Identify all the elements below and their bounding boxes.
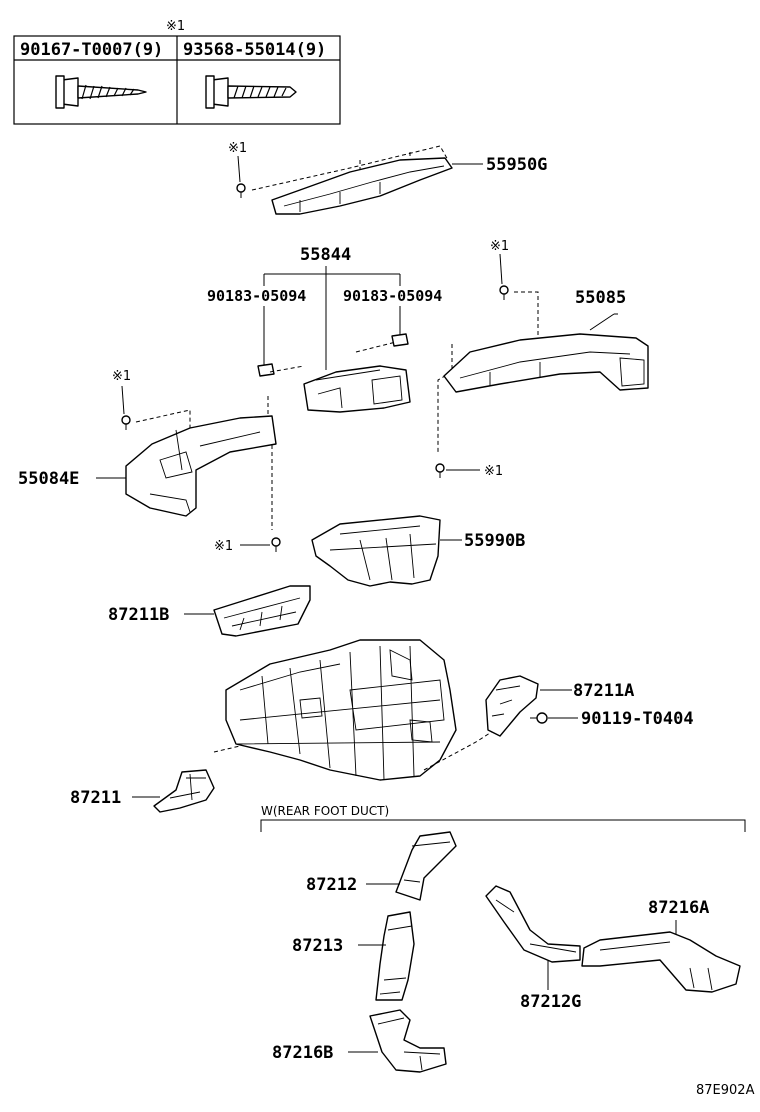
label-55844: 55844 — [300, 245, 351, 265]
label-90183-left: 90183-05094 — [207, 287, 306, 305]
label-87216A: 87216A — [648, 898, 709, 918]
screw-icon — [236, 183, 246, 198]
label-87211A: 87211A — [573, 681, 634, 701]
flange-bolt-icon — [205, 75, 297, 109]
label-87211: 87211 — [70, 788, 121, 808]
label-55085: 55085 — [575, 288, 626, 308]
duct-55990B: 55990B — [311, 515, 525, 587]
screw-mark: ※1 — [484, 464, 503, 479]
diagram-reference-code: 87E902A — [696, 1083, 755, 1098]
part-87213: 87213 — [292, 911, 415, 1001]
duct-55084E: ※1 55084E ※1 — [18, 369, 281, 554]
heater-unit-assembly — [213, 639, 511, 781]
label-87216B: 87216B — [272, 1043, 333, 1063]
label-87211B: 87211B — [108, 605, 169, 625]
table-col1-partno: 90167-T0007(9) — [20, 40, 163, 60]
label-90183-right: 90183-05094 — [343, 287, 442, 305]
fastener-table: ※1 90167-T0007(9) 93568-55014(9) — [13, 19, 341, 125]
screw-mark: ※1 — [228, 141, 247, 156]
clip-icon — [257, 363, 275, 377]
part-87212: 87212 — [306, 831, 457, 901]
clip-icon — [391, 333, 409, 347]
duct-55950G: ※1 55950G — [228, 141, 547, 215]
assembly-55844: 55844 90183-05094 90183-05094 — [207, 245, 442, 413]
screw-mark: ※1 — [214, 539, 233, 554]
part-87211: 87211 — [70, 769, 215, 813]
duct-55085: ※1 55085 ※1 — [435, 239, 649, 479]
label-55084E: 55084E — [18, 469, 79, 489]
tapping-screw-icon — [55, 75, 147, 109]
label-55950G: 55950G — [486, 155, 547, 175]
table-header-mark: ※1 — [166, 19, 185, 34]
label-87213: 87213 — [292, 936, 343, 956]
bolt-icon — [530, 712, 548, 724]
table-col2-partno: 93568-55014(9) — [183, 40, 326, 60]
part-87216B: 87216B — [272, 1009, 447, 1073]
part-87211A: 87211A 90119-T0404 — [485, 675, 694, 737]
label-90119: 90119-T0404 — [581, 709, 694, 729]
screw-icon — [121, 415, 131, 430]
label-55990B: 55990B — [464, 531, 525, 551]
screw-icon — [435, 463, 445, 478]
screw-icon — [271, 537, 281, 552]
group-label: W(REAR FOOT DUCT) — [261, 804, 389, 818]
screw-mark: ※1 — [490, 239, 509, 254]
label-87212G: 87212G — [520, 992, 581, 1012]
label-87212: 87212 — [306, 875, 357, 895]
part-87216A: 87216A — [581, 898, 741, 993]
screw-icon — [499, 285, 509, 300]
rear-foot-duct-group: W(REAR FOOT DUCT) 87212 87212G 87216A 87… — [260, 804, 746, 1073]
screw-mark: ※1 — [112, 369, 131, 384]
part-87211B: 87211B — [108, 585, 311, 637]
part-87212G: 87212G — [485, 885, 581, 1012]
